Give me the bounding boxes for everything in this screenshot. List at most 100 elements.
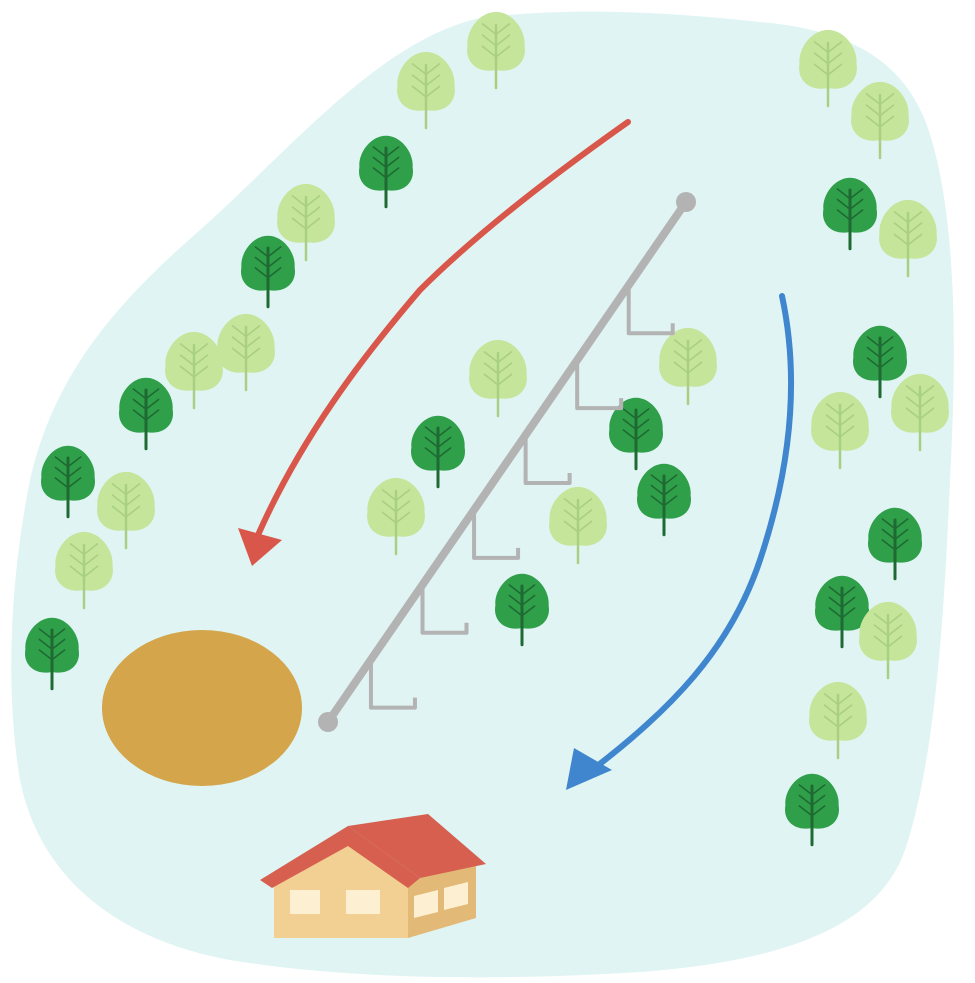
tree-vein — [813, 52, 843, 65]
tree-vein — [481, 23, 511, 36]
tree-vein — [424, 426, 452, 438]
light-green-tree-icon — [549, 486, 607, 565]
tree-vein — [865, 104, 895, 117]
tree-vein — [873, 613, 903, 626]
tree-vein — [179, 365, 209, 378]
chair-seat — [626, 323, 675, 336]
lodge-side-wall — [408, 866, 476, 938]
light-green-tree-icon — [367, 477, 425, 556]
chairlift-top-station — [676, 192, 696, 212]
lodge-window-right — [346, 890, 380, 914]
tree-vein — [111, 483, 141, 496]
tree-vein — [823, 715, 853, 728]
tree-vein — [825, 425, 855, 438]
tree-vein — [893, 233, 923, 246]
tree-vein — [622, 429, 650, 441]
tree-vein — [483, 362, 513, 375]
tree-vein — [828, 586, 856, 598]
tree-vein — [231, 347, 261, 360]
light-green-tree-icon — [55, 531, 113, 610]
dark-green-tree-icon — [785, 773, 839, 847]
light-green-tree-icon — [809, 681, 867, 760]
tree-vein — [38, 638, 66, 651]
tree-vein — [372, 167, 400, 179]
lodge-window-side-1 — [414, 890, 438, 918]
ski-lodge-icon[interactable] — [260, 814, 486, 938]
tree-vein — [483, 373, 513, 386]
tree-vein — [69, 543, 99, 556]
tree-vein — [54, 456, 82, 468]
tree-vein — [650, 495, 678, 507]
tree-vein — [254, 267, 282, 279]
tree-vein — [38, 628, 66, 640]
chairlift[interactable] — [318, 192, 696, 732]
tree-vein — [905, 385, 935, 398]
tree-vein — [893, 211, 923, 224]
tree-vein — [798, 794, 826, 807]
chairlift-chair-icon — [575, 358, 624, 411]
tree-vein — [673, 339, 703, 352]
tree-vein — [508, 594, 536, 607]
tree-vein — [866, 346, 894, 359]
blue-run-arrowhead-icon — [566, 748, 612, 790]
dark-green-tree-icon — [411, 415, 465, 489]
tree-vein — [893, 222, 923, 235]
tree-vein — [673, 350, 703, 363]
tree-vein — [563, 498, 593, 511]
tree-vein — [563, 520, 593, 533]
tree-vein — [291, 217, 321, 230]
tree-vein — [132, 388, 160, 400]
light-green-tree-icon — [879, 199, 937, 278]
chairlift-chairs — [368, 283, 675, 710]
tree-vein — [179, 343, 209, 356]
red-run-arrowhead-icon — [238, 528, 282, 566]
chairlift-chair-icon — [420, 582, 469, 635]
tree-vein — [828, 607, 856, 619]
tree-vein — [508, 605, 536, 617]
tree-vein — [69, 565, 99, 578]
blue-ski-run[interactable] — [566, 293, 794, 790]
tree-vein — [865, 115, 895, 128]
light-green-tree-icon — [811, 391, 869, 470]
tree-vein — [411, 63, 441, 76]
tree-vein — [508, 584, 536, 596]
tree-vein — [798, 784, 826, 796]
tree-vein — [905, 396, 935, 409]
light-green-tree-icon — [891, 373, 949, 452]
chairlift-bottom-station — [318, 712, 338, 732]
light-green-tree-icon — [397, 51, 455, 130]
dark-green-tree-icon — [495, 573, 549, 647]
chairlift-chair-icon — [368, 657, 417, 710]
lodge-roof-front — [260, 826, 420, 888]
tree-vein — [231, 336, 261, 349]
chair-seat — [575, 398, 624, 411]
chair-seat — [523, 472, 572, 485]
tree-vein — [873, 624, 903, 637]
tree-vein — [411, 85, 441, 98]
dark-green-tree-icon — [119, 377, 173, 451]
dark-green-tree-icon — [823, 177, 877, 251]
tree-vein — [823, 693, 853, 706]
tree-vein — [179, 354, 209, 367]
dark-green-tree-icon — [637, 463, 691, 537]
tree-vein — [424, 436, 452, 449]
light-green-tree-icon — [165, 331, 223, 410]
tree-vein — [873, 635, 903, 648]
dark-green-tree-icon — [609, 397, 663, 471]
dark-green-tree-icon — [815, 575, 869, 649]
tree-vein — [254, 256, 282, 269]
dark-green-tree-icon — [868, 507, 922, 581]
lodge-window-left — [290, 890, 320, 914]
tree-vein — [866, 357, 894, 369]
tree-vein — [825, 403, 855, 416]
tree-vein — [825, 414, 855, 427]
tree-vein — [798, 805, 826, 817]
lodge-roof-side — [348, 814, 486, 878]
light-green-tree-icon — [851, 81, 909, 160]
tree-vein — [483, 351, 513, 364]
chair-seat — [472, 547, 521, 560]
red-ski-run[interactable] — [238, 119, 631, 566]
dark-green-tree-icon — [853, 325, 907, 399]
tree-vein — [291, 195, 321, 208]
